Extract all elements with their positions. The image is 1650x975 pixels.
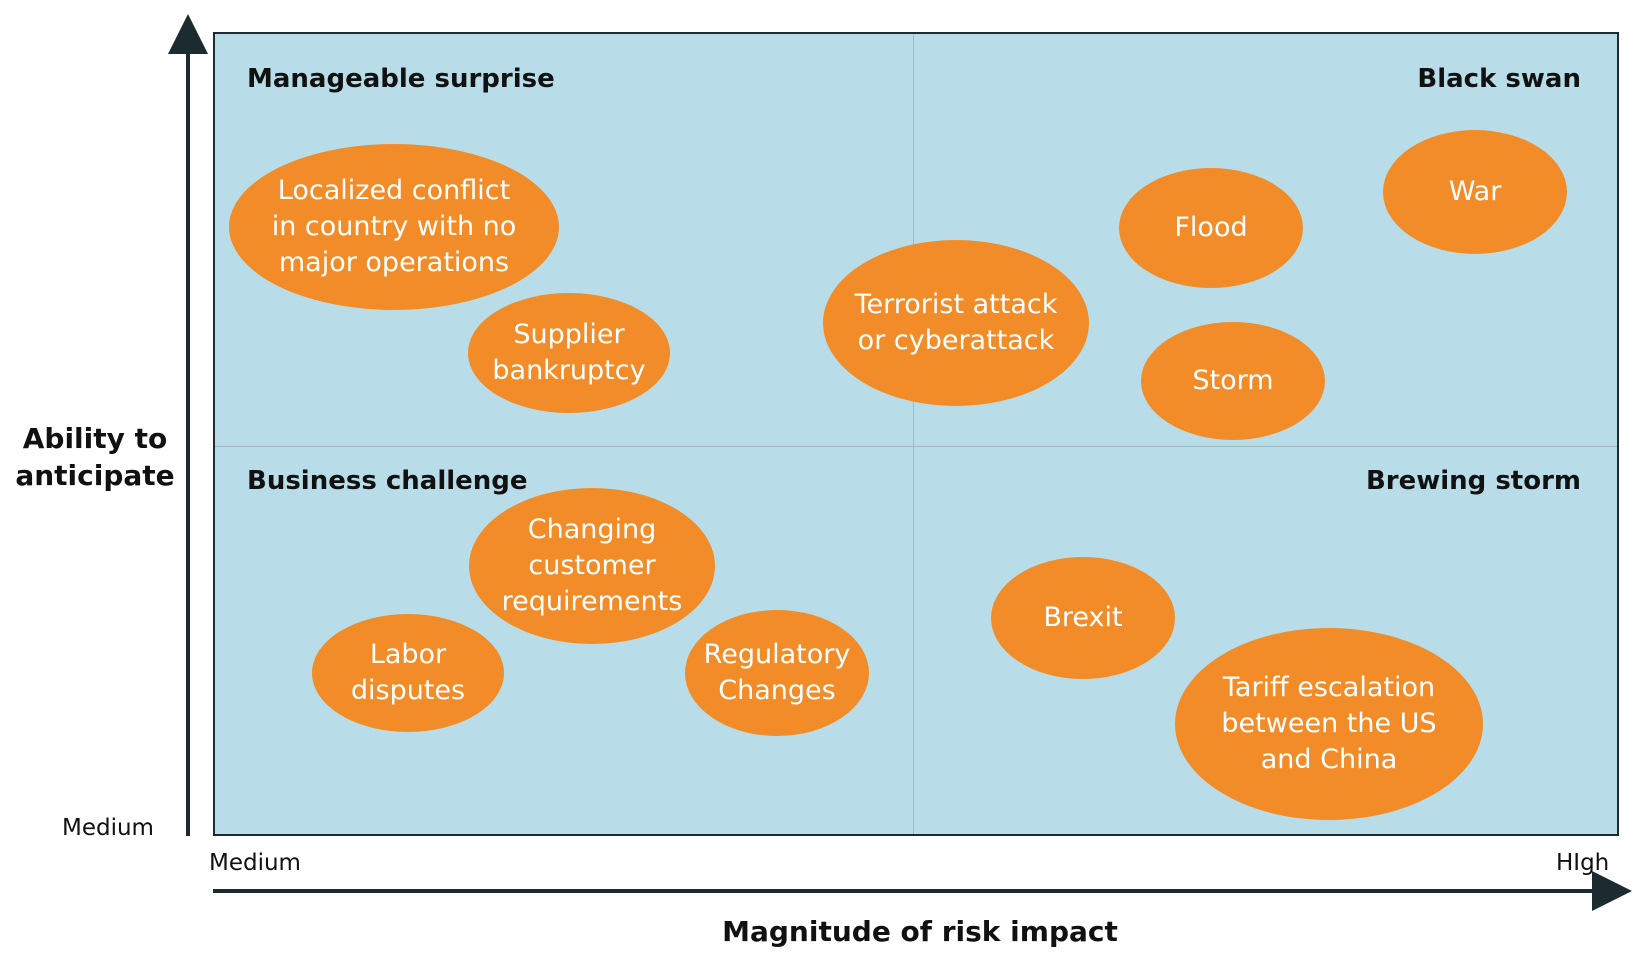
bubble-tariff-escalation: Tariff escalation between the US and Chi… <box>1175 628 1483 820</box>
bubble-label: Brexit <box>1043 602 1123 633</box>
x-axis-label: Magnitude of risk impact <box>722 915 1118 948</box>
bubble-brexit: Brexit <box>991 557 1175 679</box>
bubble-war: War <box>1383 130 1567 254</box>
plot-area: Manageable surprise Black swan Business … <box>213 32 1619 836</box>
x-axis-tick-medium: Medium <box>209 850 301 876</box>
quadrant-label-brewing-storm: Brewing storm <box>1365 466 1581 496</box>
bubble-flood: Flood <box>1119 168 1303 288</box>
bubble-storm: Storm <box>1141 322 1325 440</box>
bubble-label: Regulatory Changes <box>703 639 851 706</box>
y-axis-label: Ability to anticipate <box>15 422 175 492</box>
bubble-changing-customer-requirements: Changing customer requirements <box>469 488 715 644</box>
vertical-divider <box>913 34 914 834</box>
bubble-terrorist-attack: Terrorist attack or cyberattack <box>823 240 1089 406</box>
bubble-label: War <box>1448 176 1502 207</box>
bubble-localized-conflict: Localized conflict in country with no ma… <box>229 144 559 310</box>
bubble-labor-disputes: Labor disputes <box>312 614 504 732</box>
x-axis-tick-high: HIgh <box>1556 850 1610 876</box>
quadrant-label-black-swan: Black swan <box>1417 64 1581 94</box>
bubble-label: Flood <box>1174 212 1248 243</box>
bubble-label: Localized conflict in country with no ma… <box>271 175 517 278</box>
bubble-label: Tariff escalation between the US and Chi… <box>1221 672 1437 775</box>
bubble-label: Supplier bankruptcy <box>492 319 646 386</box>
bubble-label: Changing customer requirements <box>501 514 683 617</box>
quadrant-label-manageable-surprise: Manageable surprise <box>247 64 555 94</box>
y-axis-tick-medium: Medium <box>62 815 154 841</box>
bubble-label: Terrorist attack or cyberattack <box>854 289 1058 356</box>
bubble-regulatory-changes: Regulatory Changes <box>685 610 869 736</box>
horizontal-divider <box>215 446 1617 447</box>
bubble-supplier-bankruptcy: Supplier bankruptcy <box>468 293 670 413</box>
bubble-label: Storm <box>1192 365 1274 396</box>
quadrant-label-business-challenge: Business challenge <box>247 466 528 496</box>
bubble-label: Labor disputes <box>350 639 466 706</box>
